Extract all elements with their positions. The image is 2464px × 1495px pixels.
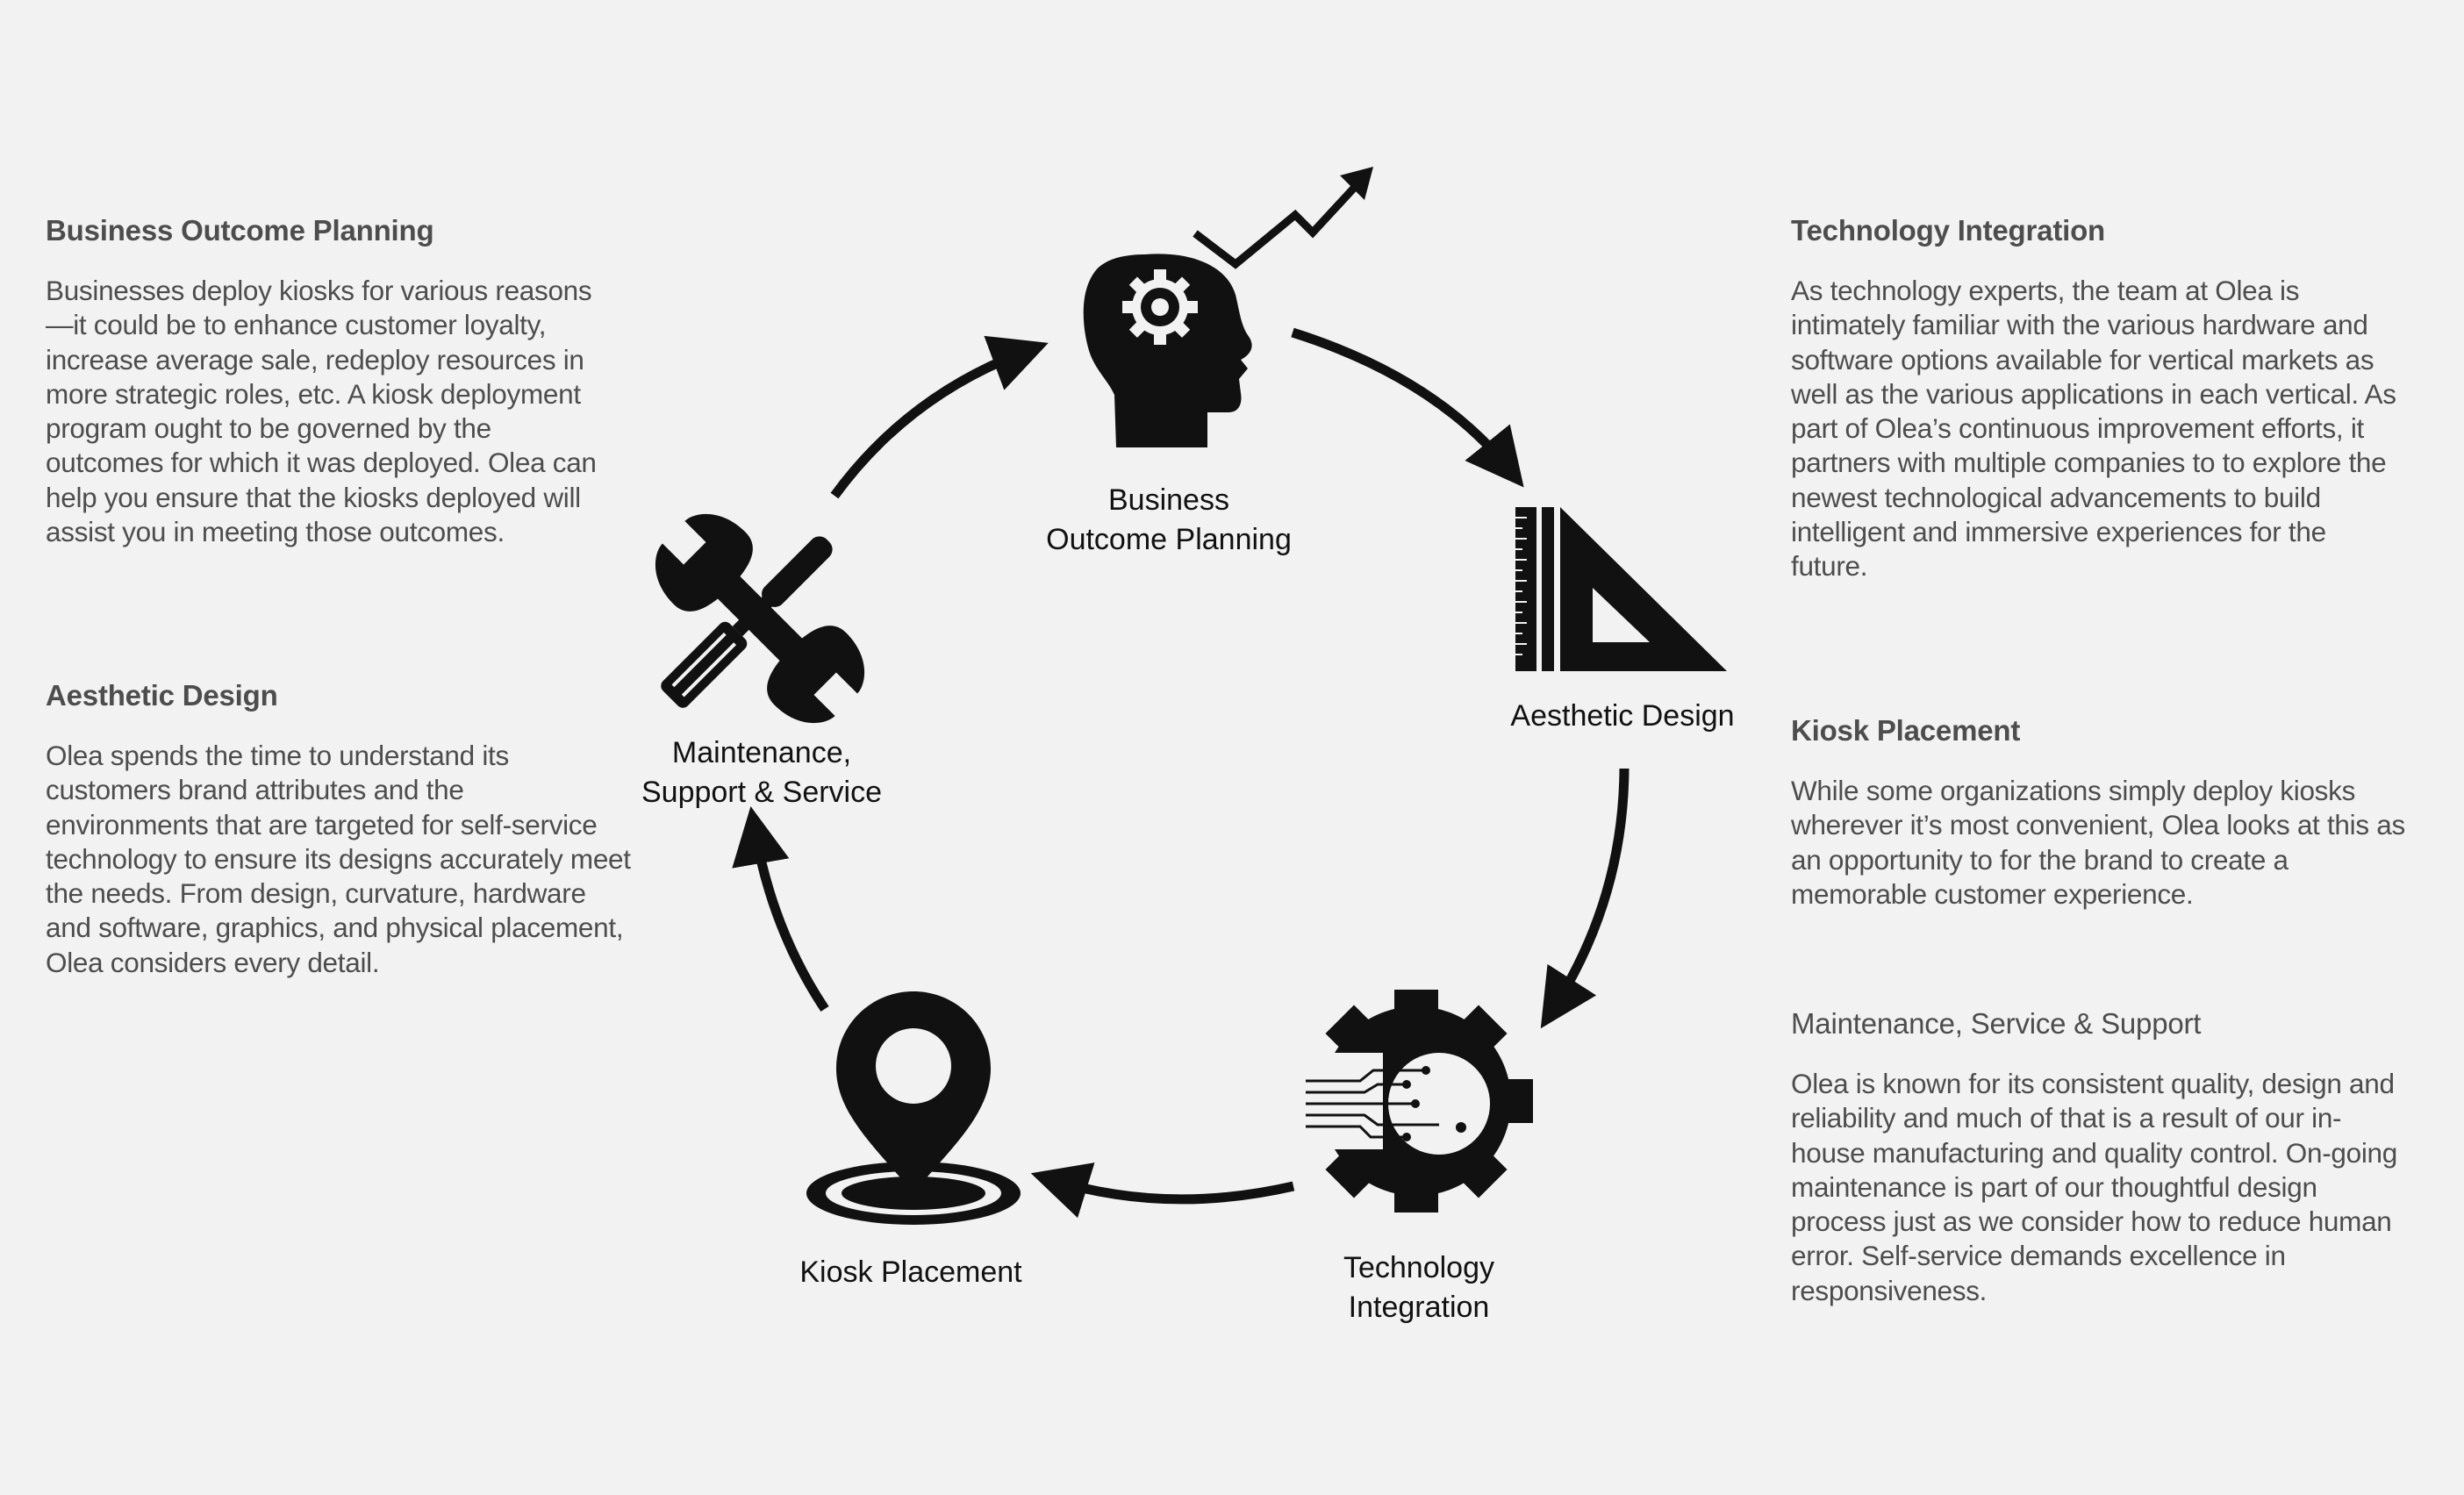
maintenance-description: Maintenance, Service & Support Olea is k… [1791, 1007, 2397, 1308]
stage-label-kiosk-placement: Kiosk Placement [799, 1255, 1022, 1289]
kiosk-placement-description: Kiosk Placement While some organizations… [1791, 714, 2405, 912]
aesthetic-design-description: Aesthetic Design Olea spends the time to… [46, 679, 642, 980]
stage-label-aesthetic-design: Aesthetic Design [1510, 699, 1735, 733]
section-heading: Technology Integration [1791, 214, 2105, 247]
section-body: As technology experts, the team at Olea … [1791, 275, 2396, 583]
cycle-arrow-2 [1540, 768, 1630, 1029]
section-heading: Business Outcome Planning [46, 214, 434, 247]
section-heading: Aesthetic Design [46, 679, 278, 712]
cycle-arrow-3 [1030, 1162, 1295, 1219]
map-pin-icon [806, 991, 1021, 1225]
section-heading: Kiosk Placement [1791, 714, 2021, 747]
stage-label-maintenance: Maintenance, Support & Service [641, 736, 883, 809]
circuit-gear-icon [1304, 990, 1533, 1212]
section-body: Olea spends the time to understand its c… [46, 740, 631, 978]
section-body: Businesses deploy kiosks for various rea… [46, 275, 597, 548]
section-heading: Maintenance, Service & Support [1791, 1007, 2202, 1040]
head-gear-growth-icon [1083, 167, 1373, 447]
technology-integration-description: Technology Integration As technology exp… [1791, 214, 2396, 584]
section-body: While some organizations simply deploy k… [1791, 775, 2405, 910]
business-outcome-planning-description: Business Outcome Planning Businesses dep… [46, 214, 642, 549]
cycle-arrow-1 [1291, 327, 1524, 488]
cycle-arrow-4 [732, 805, 829, 1012]
section-body: Olea is known for its consistent quality… [1791, 1068, 2397, 1306]
stage-label-business-outcome-planning: Business Outcome Planning [1046, 483, 1292, 556]
stage-label-technology-integration: Technology Integration [1343, 1251, 1495, 1324]
cycle-arrow-5 [830, 335, 1049, 499]
wrench-screwdriver-icon [655, 514, 864, 723]
ruler-triangle-icon [1515, 507, 1727, 671]
